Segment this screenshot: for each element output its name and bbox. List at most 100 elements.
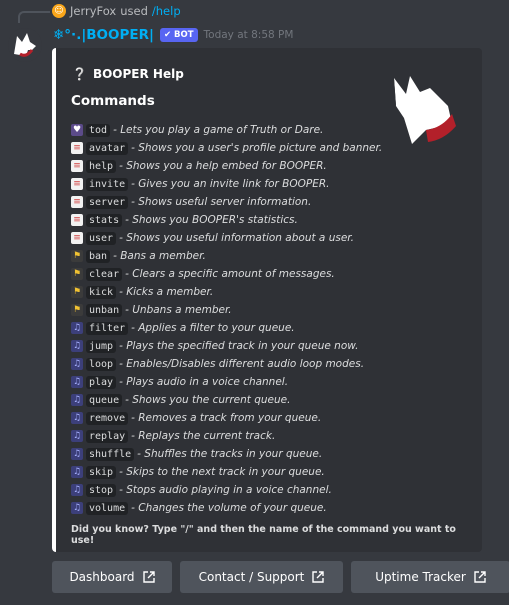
page-icon: ≡ <box>71 196 83 208</box>
command-description: - Shows useful server information. <box>131 196 312 208</box>
command-row-filter: ♫filter- Applies a filter to your queue. <box>71 319 382 337</box>
reply-connector <box>18 11 50 23</box>
tip-text: Did you know? Type "/" and then the name… <box>71 524 456 546</box>
music-icon: ♫ <box>71 448 83 460</box>
command-name: stats <box>86 213 123 227</box>
command-description: - Removes a track from your queue. <box>131 412 322 424</box>
command-description: - Stops audio playing in a voice channel… <box>119 484 332 496</box>
command-name: remove <box>86 411 129 425</box>
command-description: - Bans a member. <box>113 250 206 262</box>
command-description: - Shows you a help embed for BOOPER. <box>119 160 327 172</box>
command-row-replay: ♫replay- Replays the current track. <box>71 427 382 445</box>
joystick-icon: ♥ <box>71 124 83 136</box>
command-row-stats: ≡stats- Shows you BOOPER's statistics. <box>71 211 382 229</box>
command-name: user <box>86 231 117 245</box>
command-description: - Plays audio in a voice channel. <box>119 376 289 388</box>
command-name: filter <box>86 321 129 335</box>
page-icon: ≡ <box>71 142 83 154</box>
reply-used-text: used <box>120 4 148 18</box>
external-link-icon <box>474 571 486 583</box>
contact-support-button[interactable]: Contact / Support <box>180 561 343 593</box>
command-description: - Clears a specific amount of messages. <box>125 268 335 280</box>
command-name: stop <box>86 483 117 497</box>
command-description: - Shows you BOOPER's statistics. <box>125 214 298 226</box>
command-description: - Plays the specified track in your queu… <box>119 340 359 352</box>
command-name: unban <box>86 303 123 317</box>
reply-username[interactable]: JerryFox <box>70 4 117 18</box>
question-icon: ❔ <box>72 67 87 81</box>
music-icon: ♫ <box>71 358 83 370</box>
uptime-tracker-button-label: Uptime Tracker <box>375 570 466 584</box>
music-icon: ♫ <box>71 340 83 352</box>
command-name: server <box>86 195 129 209</box>
command-row-help: ≡help- Shows you a help embed for BOOPER… <box>71 157 382 175</box>
reply-avatar: ☺ <box>52 4 66 18</box>
command-row-jump: ♫jump- Plays the specified track in your… <box>71 337 382 355</box>
commands-heading: Commands <box>71 93 155 109</box>
command-name: clear <box>86 267 123 281</box>
command-name: kick <box>86 285 117 299</box>
command-row-shuffle: ♫shuffle- Shuffles the tracks in your qu… <box>71 445 382 463</box>
command-row-skip: ♫skip- Skips to the next track in your q… <box>71 463 382 481</box>
police-icon: ⚑ <box>71 268 83 280</box>
embed-title: ❔ BOOPER Help <box>72 67 184 81</box>
command-description: - Changes the volume of your queue. <box>131 502 327 514</box>
music-icon: ♫ <box>71 466 83 478</box>
command-name: skip <box>86 465 117 479</box>
command-description: - Shows you useful information about a u… <box>119 232 354 244</box>
command-name: shuffle <box>86 447 135 461</box>
command-row-user: ≡user- Shows you useful information abou… <box>71 229 382 247</box>
command-name: replay <box>86 429 129 443</box>
music-icon: ♫ <box>71 322 83 334</box>
command-row-remove: ♫remove- Removes a track from your queue… <box>71 409 382 427</box>
command-description: - Replays the current track. <box>131 430 276 442</box>
page-icon: ≡ <box>71 178 83 190</box>
command-row-tod: ♥tod- Lets you play a game of Truth or D… <box>71 121 382 139</box>
fox-thumbnail[interactable] <box>386 66 466 146</box>
page-icon: ≡ <box>71 160 83 172</box>
command-row-ban: ⚑ban- Bans a member. <box>71 247 382 265</box>
command-row-invite: ≡invite- Gives you an invite link for BO… <box>71 175 382 193</box>
command-description: - Kicks a member. <box>119 286 214 298</box>
command-description: - Shows you the current queue. <box>125 394 291 406</box>
command-name: avatar <box>86 141 129 155</box>
command-name: ban <box>86 249 111 263</box>
command-row-play: ♫play- Plays audio in a voice channel. <box>71 373 382 391</box>
police-icon: ⚑ <box>71 304 83 316</box>
command-description: - Gives you an invite link for BOOPER. <box>131 178 330 190</box>
music-icon: ♫ <box>71 412 83 424</box>
command-description: - Applies a filter to your queue. <box>131 322 295 334</box>
reply-command[interactable]: /help <box>151 4 181 18</box>
command-name: loop <box>86 357 117 371</box>
uptime-tracker-button[interactable]: Uptime Tracker <box>351 561 509 593</box>
command-description: - Shows you a user's profile picture and… <box>131 142 383 154</box>
action-buttons: Dashboard Contact / Support Uptime Track… <box>52 561 509 593</box>
music-icon: ♫ <box>71 394 83 406</box>
dashboard-button-label: Dashboard <box>69 570 135 584</box>
police-icon: ⚑ <box>71 286 83 298</box>
command-row-volume: ♫volume- Changes the volume of your queu… <box>71 499 382 517</box>
page-icon: ≡ <box>71 232 83 244</box>
contact-support-button-label: Contact / Support <box>198 570 305 584</box>
help-embed: ❔ BOOPER Help Commands ♥tod- Lets you pl… <box>52 48 482 552</box>
music-icon: ♫ <box>71 430 83 442</box>
command-name: tod <box>86 123 111 137</box>
bot-avatar[interactable] <box>8 28 42 62</box>
bot-username[interactable]: ❄°·.|BOOPER| <box>53 27 154 43</box>
message-header: ❄°·.|BOOPER| ✔ BOT Today at 8:58 PM <box>53 27 293 43</box>
command-row-stop: ♫stop- Stops audio playing in a voice ch… <box>71 481 382 499</box>
embed-title-text: BOOPER Help <box>92 67 184 81</box>
page-icon: ≡ <box>71 214 83 226</box>
dashboard-button[interactable]: Dashboard <box>52 561 172 593</box>
command-name: help <box>86 159 117 173</box>
command-name: jump <box>86 339 117 353</box>
command-name: queue <box>86 393 123 407</box>
command-row-server: ≡server- Shows useful server information… <box>71 193 382 211</box>
music-icon: ♫ <box>71 484 83 496</box>
reply-reference[interactable]: ☺ JerryFox used /help <box>52 4 181 18</box>
command-row-loop: ♫loop- Enables/Disables different audio … <box>71 355 382 373</box>
music-icon: ♫ <box>71 376 83 388</box>
police-icon: ⚑ <box>71 250 83 262</box>
command-row-queue: ♫queue- Shows you the current queue. <box>71 391 382 409</box>
command-description: - Unbans a member. <box>125 304 232 316</box>
